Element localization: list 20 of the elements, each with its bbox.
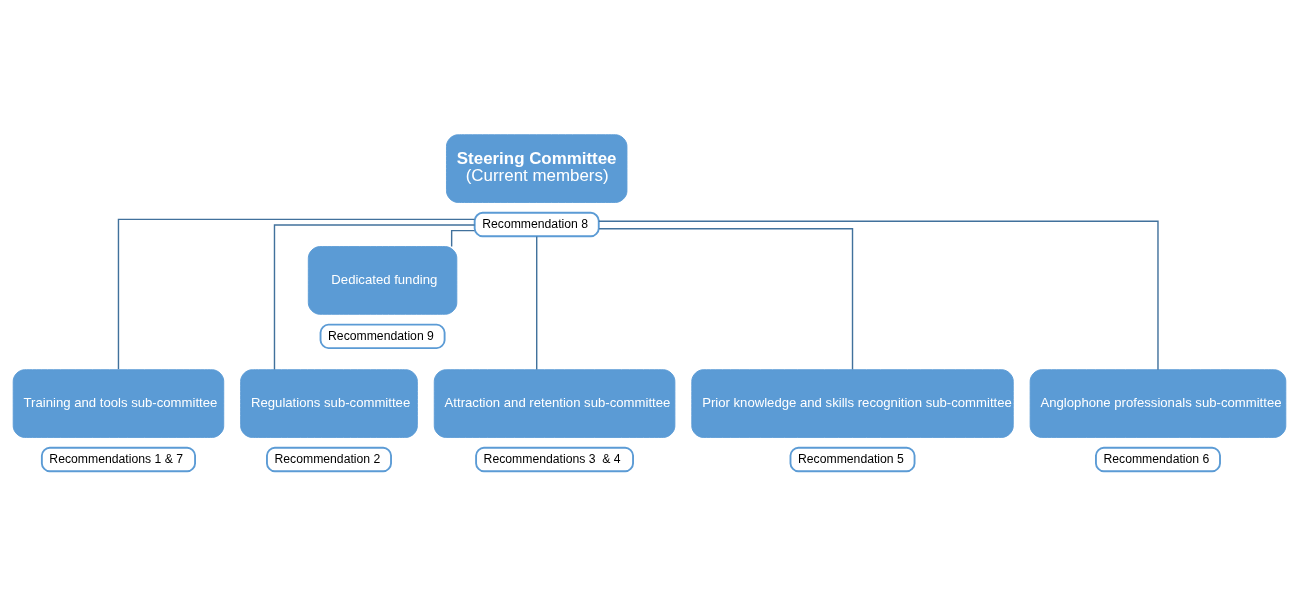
connector [598, 220, 1159, 371]
node-box: Recommendations 1 & 7 [40, 446, 196, 473]
connector [273, 224, 476, 371]
node-box: Anglophone professionals sub-committee [1029, 369, 1287, 438]
node-box: Regulations sub-committee [240, 369, 418, 438]
node-box: Steering Committee (Current members) [446, 134, 628, 203]
node-box: Recommendation 5 [789, 446, 916, 473]
node-box: Recommendation 2 [266, 446, 392, 473]
connector [536, 235, 538, 371]
node-box: Recommendation 8 [473, 211, 600, 238]
connector [117, 218, 476, 371]
node-box: Recommendation 9 [319, 323, 446, 350]
node-box: Attraction and retention sub-committee [433, 369, 676, 438]
node-box: Training and tools sub-committee [12, 369, 225, 438]
node-box: Recommendations 3 & 4 [475, 446, 634, 473]
connector [598, 228, 854, 371]
node-box: Recommendation 6 [1095, 446, 1221, 473]
connector [450, 229, 476, 248]
node-box: Dedicated funding [307, 246, 458, 315]
node-box: Prior knowledge and skills recognition sub-committee [691, 369, 1014, 438]
